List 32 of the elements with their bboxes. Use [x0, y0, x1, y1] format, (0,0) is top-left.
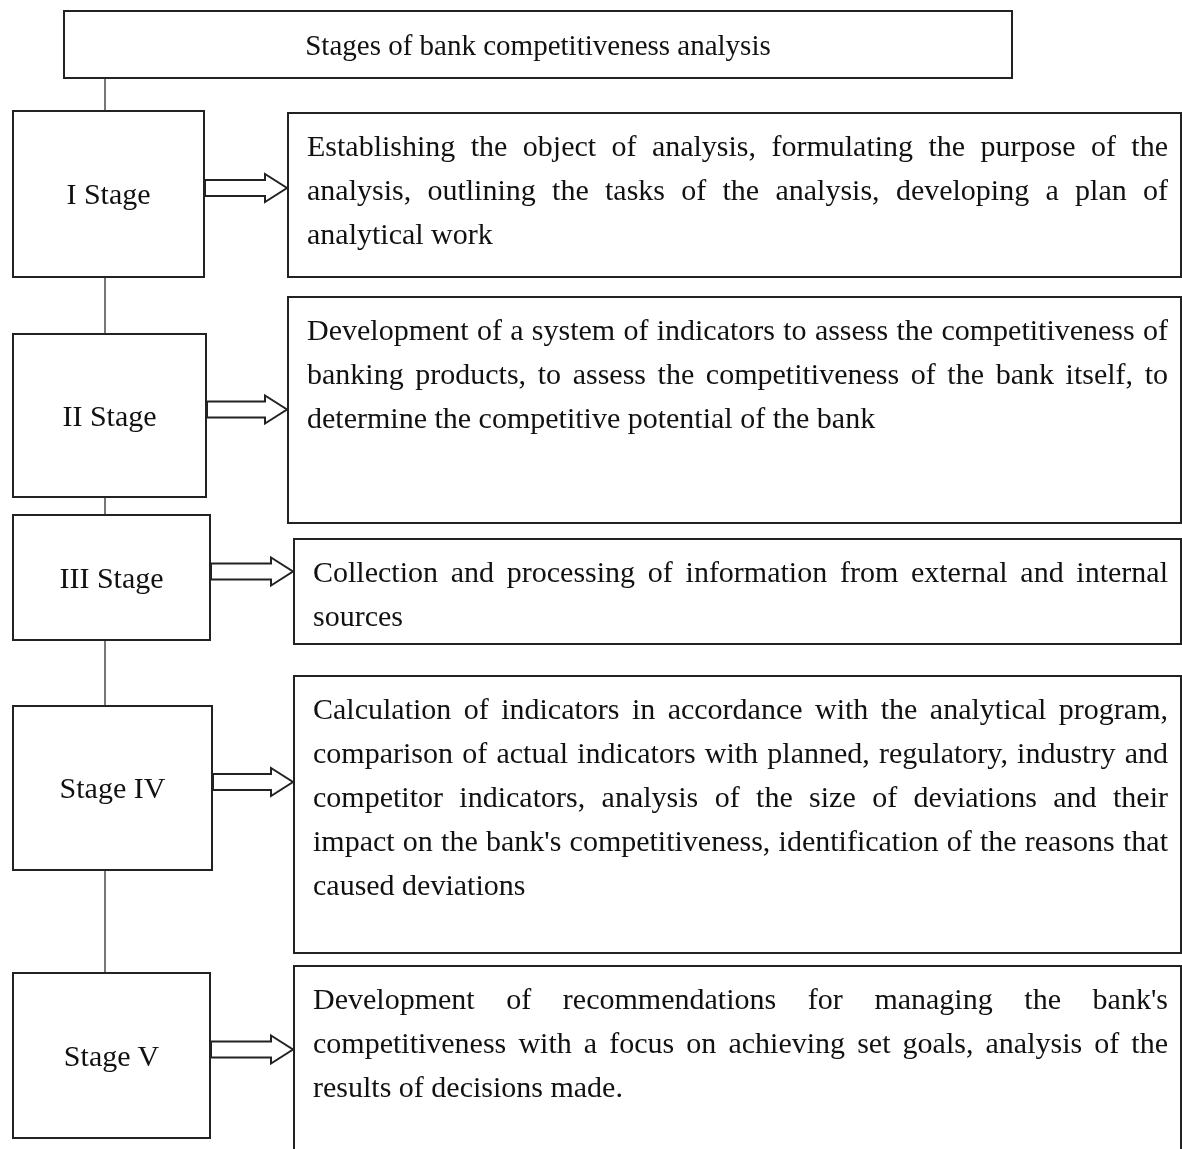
connector-line [104, 870, 106, 973]
description-box [287, 112, 1182, 278]
stage-label: Stage IV [59, 770, 166, 806]
hollow-arrow [206, 393, 289, 426]
stage-box [12, 514, 211, 641]
hollow-arrow [210, 1033, 295, 1066]
stage-box [12, 972, 211, 1139]
description-text: Calculation of indicators in accordance with the analytical program, comparison of actual indicators with planned, regulatory, industry and competitor indicators, analysis of the size of deviations and their impact on the bank's competitiveness, identification of the reasons that caused deviations [313, 691, 1168, 903]
description-box [293, 675, 1182, 954]
stage-label: Stage V [63, 1037, 160, 1074]
connector-line [104, 497, 106, 515]
stage-box [12, 110, 205, 278]
stage-box [12, 333, 207, 498]
description-text: Development of recommendations for managing the bank's competitiveness with a focus on achieving set goals, analysis of the results of decisions made. [313, 981, 1168, 1105]
stage-label: III Stage [59, 559, 164, 596]
title-text: Stages of bank competitiveness analysis [305, 27, 771, 63]
connector-line [104, 640, 106, 706]
connector-line [104, 78, 106, 111]
connector-line [104, 277, 106, 334]
stage-label: II Stage [62, 397, 157, 434]
stage-box [12, 705, 213, 871]
description-box [287, 296, 1182, 524]
title-box [63, 10, 1013, 79]
hollow-arrow [210, 555, 295, 588]
description-text: Collection and processing of information from external and internal sources [313, 554, 1168, 634]
description-box [293, 538, 1182, 645]
stage-label: I Stage [66, 176, 151, 212]
description-text: Development of a system of indicators to assess the competitiveness of banking products, to assess the competitiveness of the bank itself, to determine the competitive potential of the bank [307, 312, 1168, 436]
description-text: Establishing the object of analysis, formulating the purpose of the analysis, outlining the tasks of the analysis, developing a plan of analytical work [307, 128, 1168, 252]
hollow-arrow [212, 766, 295, 798]
hollow-arrow [204, 172, 289, 204]
description-box [293, 965, 1182, 1149]
